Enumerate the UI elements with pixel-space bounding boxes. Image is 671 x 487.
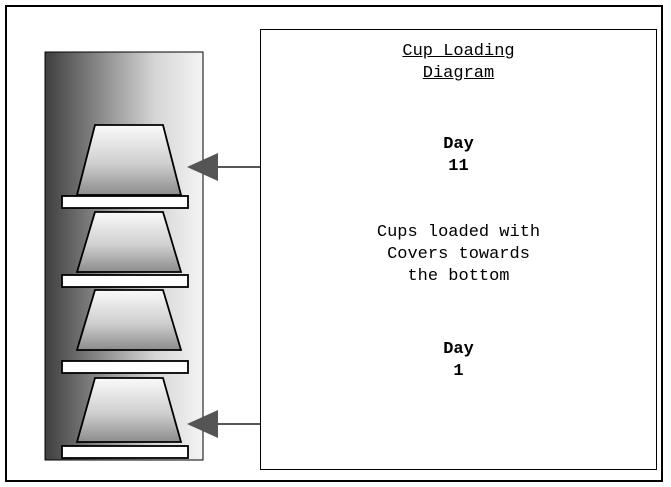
cup-1 [75,377,183,443]
diagram-title-line-1: Cup Loading [402,42,515,61]
top-day-value: 11 [448,157,469,176]
cup-9 [75,289,183,351]
cup-10 [75,211,183,273]
description-line-3: the bottom [407,267,510,286]
shelf-11 [61,195,189,209]
cup-11 [75,124,183,196]
description-line-2: Covers towards [387,245,530,264]
diagram-text-panel: Cup Loading Diagram Day 11 Cups loaded w… [260,29,657,470]
arrow-day-11 [187,153,260,181]
shelf-10 [61,274,189,288]
description-line-1: Cups loaded with [376,223,541,242]
bottom-day-value: 1 [453,362,464,381]
top-day-label: Day [443,135,474,154]
shelf-1 [61,445,189,459]
bottom-day-label: Day [443,340,474,359]
diagram-title-line-2: Diagram [422,64,495,83]
shelf-9 [61,360,189,374]
arrow-day-1 [187,410,260,438]
cup-stack [61,124,189,459]
